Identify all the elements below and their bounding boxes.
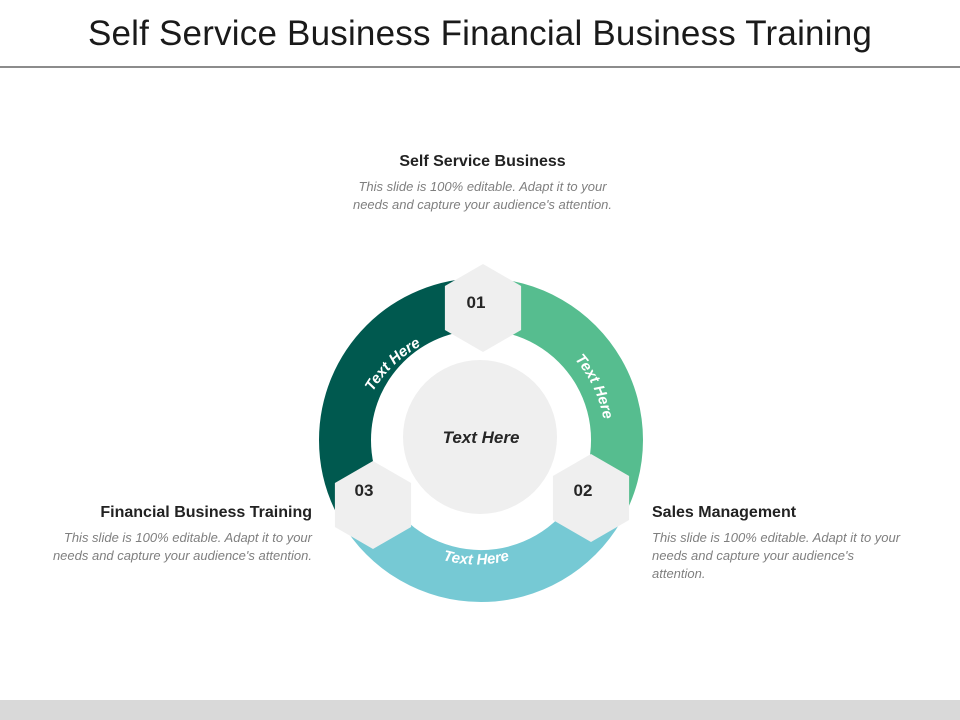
step-1-text-block: Self Service Business This slide is 100%…: [350, 152, 615, 214]
arc-segment-3: [340, 495, 622, 603]
step-2-text-block: Sales Management This slide is 100% edit…: [652, 503, 902, 583]
step-1-hexagon: [444, 264, 522, 352]
step-3-number: 03: [355, 481, 374, 500]
step-1-heading: Self Service Business: [399, 153, 566, 170]
step-2-hexagon: [552, 454, 630, 542]
step-3-heading: Financial Business Training: [100, 504, 312, 521]
footer-band: [0, 700, 960, 720]
step-3-hexagon: [334, 461, 412, 549]
title-divider: [0, 66, 960, 68]
center-circle: [403, 360, 557, 514]
step-2-heading: Sales Management: [652, 504, 797, 521]
center-label: Text Here: [443, 428, 520, 447]
arc-segment-1: [319, 278, 481, 440]
step-1-number: 01: [467, 293, 486, 312]
step-3-description: This slide is 100% editable. Adapt it to…: [52, 530, 312, 563]
step-3-text-block: Financial Business Training This slide i…: [30, 503, 312, 565]
slide-title: Self Service Business Financial Business…: [87, 14, 873, 53]
step-2-number: 02: [574, 481, 593, 500]
arc-segment-2: [481, 278, 644, 521]
step-1-description: This slide is 100% editable. Adapt it to…: [352, 179, 613, 212]
step-2-description: This slide is 100% editable. Adapt it to…: [652, 530, 901, 581]
arc-label-3: Text Here: [442, 547, 511, 568]
